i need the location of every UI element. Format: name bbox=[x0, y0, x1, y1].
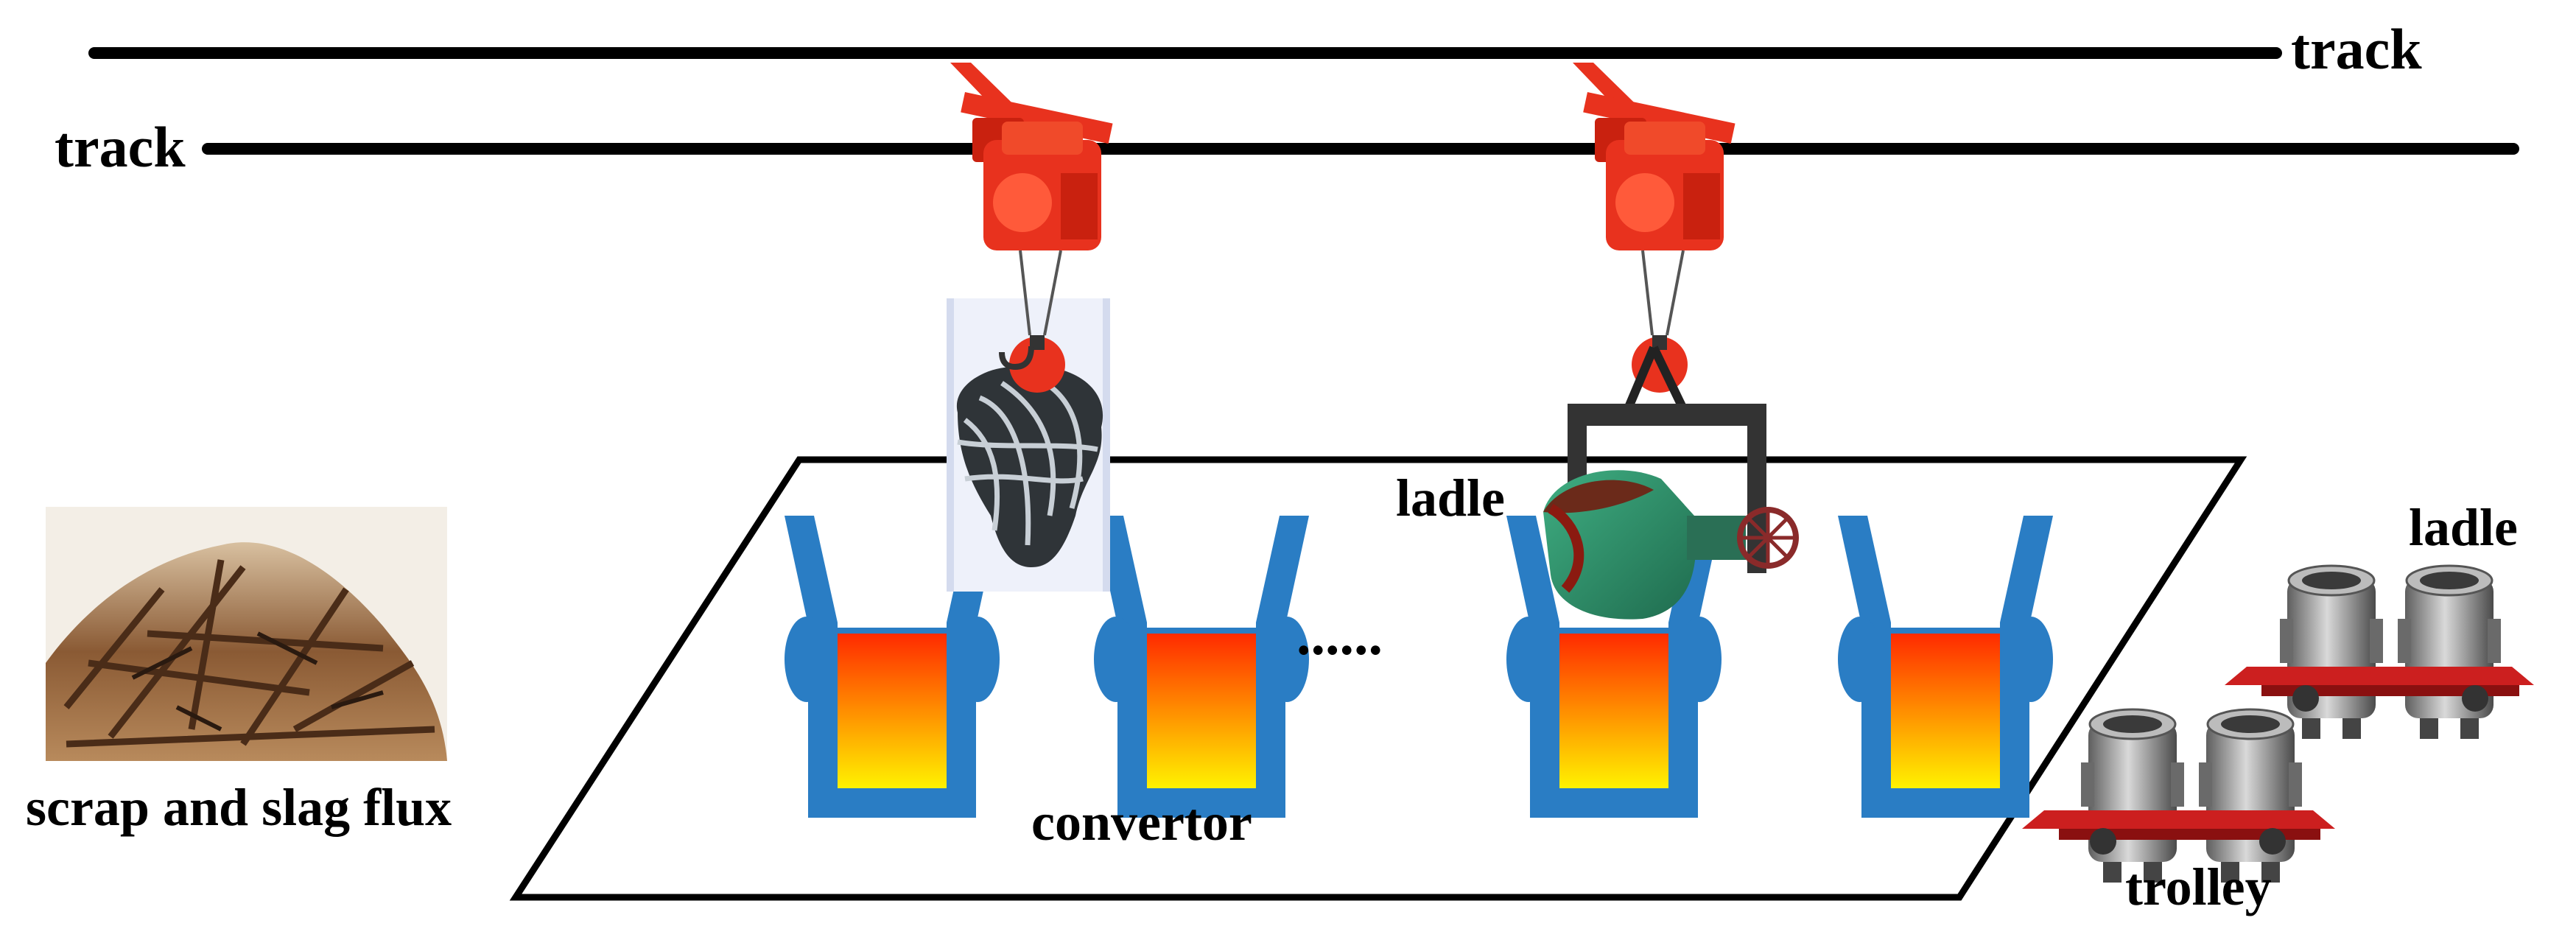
overhead-crane-icon bbox=[1571, 61, 1737, 394]
ladle-trolley-icon bbox=[2022, 708, 2335, 884]
ladle-hanging-icon bbox=[1543, 346, 1799, 620]
ladle-crane-label: ladle bbox=[1396, 469, 1505, 527]
overhead-crane-icon bbox=[949, 61, 1115, 394]
track-top-label: track bbox=[2291, 17, 2422, 81]
ellipsis-more-convertors: ...... bbox=[1296, 603, 1383, 667]
scrap-label: scrap and slag flux bbox=[26, 778, 452, 837]
ladle-trolley-label: ladle bbox=[2409, 498, 2518, 557]
scrap-pile-icon bbox=[46, 507, 447, 761]
trolley-label: trolley bbox=[2125, 857, 2272, 916]
convertor-vessel-icon bbox=[1094, 516, 1309, 818]
track-left-label: track bbox=[55, 115, 186, 179]
convertor-label: convertor bbox=[1031, 793, 1252, 852]
convertor-vessel-icon bbox=[1838, 516, 2053, 818]
ladle-trolley-icon bbox=[2225, 564, 2534, 740]
